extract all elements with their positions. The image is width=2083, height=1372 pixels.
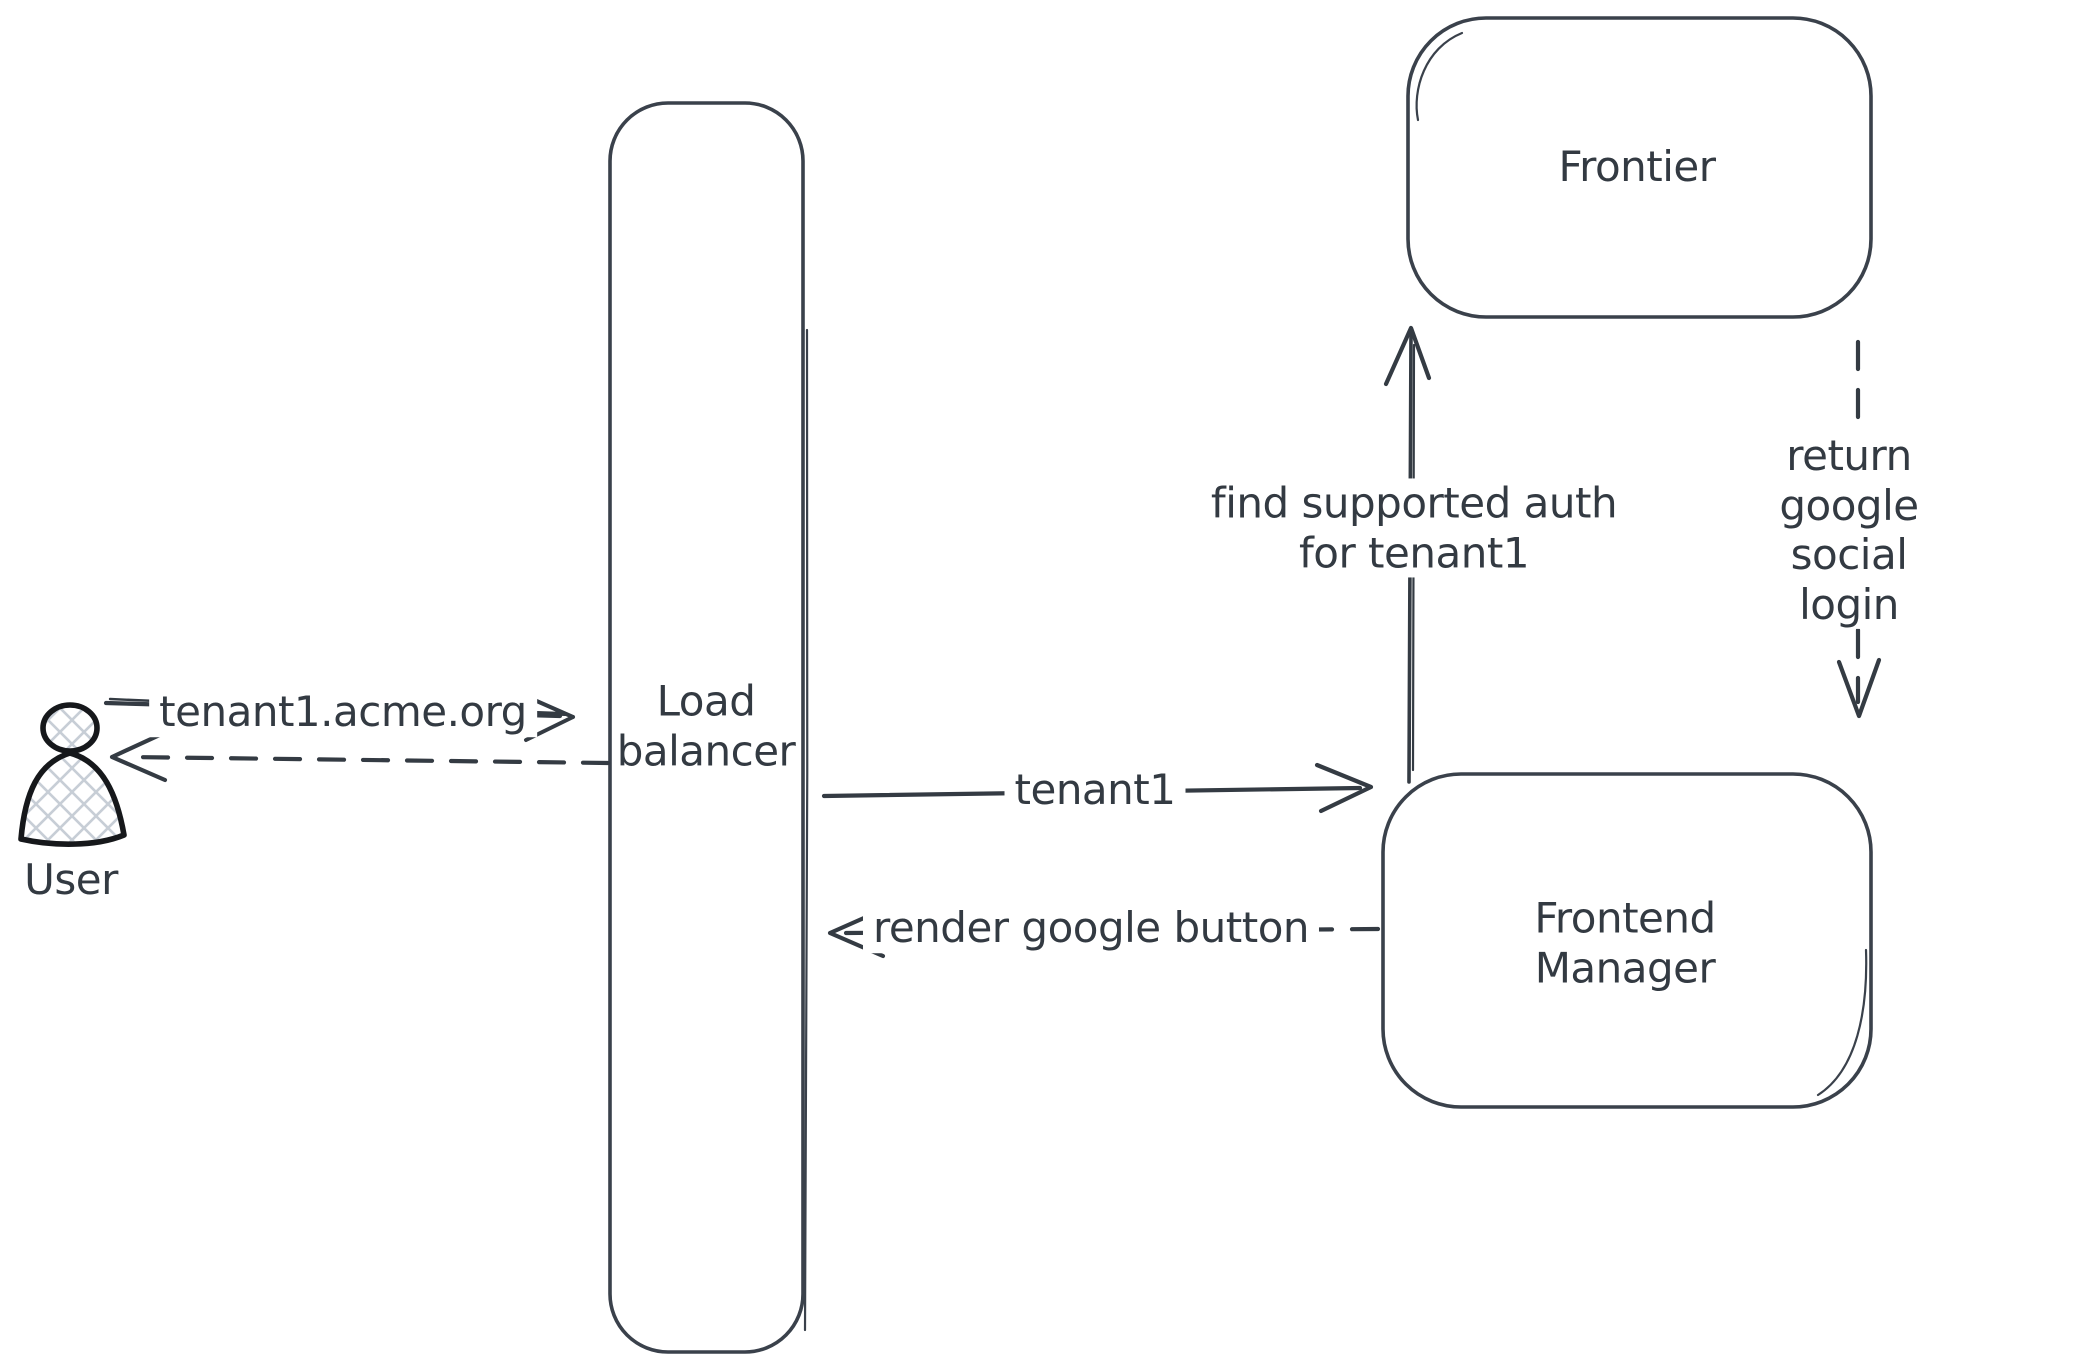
render-button-arrow-label: render google button: [862, 903, 1320, 953]
frontend-manager-label: Frontend Manager: [1534, 893, 1716, 992]
frontier-label: Frontier: [1558, 142, 1716, 192]
request-arrow-label: tenant1.acme.org: [149, 687, 537, 737]
load-balancer-box: [608, 101, 809, 1354]
return-login-arrow: [1836, 339, 1882, 719]
load-balancer-label: Load balancer: [616, 676, 796, 775]
return-login-arrow-label: return google social login: [1732, 430, 1966, 630]
user-icon: [18, 702, 127, 847]
tenant-route-arrow-label: tenant1: [1004, 765, 1186, 815]
frontend-manager-box: [1381, 772, 1873, 1109]
user-label: User: [24, 855, 118, 905]
response-arrow: [109, 730, 611, 783]
find-auth-arrow-label: find supported auth for tenant1: [1200, 478, 1628, 578]
frontier-box: [1406, 16, 1873, 319]
